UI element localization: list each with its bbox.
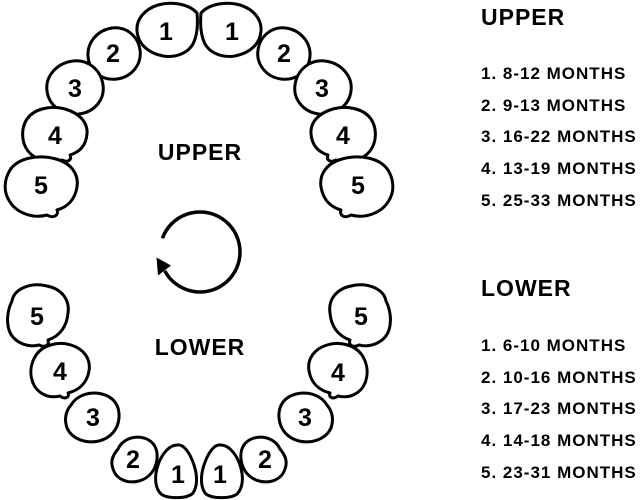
tooth-number: 2 bbox=[258, 446, 272, 474]
upper-arch-label: UPPER bbox=[158, 139, 242, 165]
tooth-number: 4 bbox=[48, 122, 62, 150]
tooth-number: 5 bbox=[354, 303, 368, 331]
legend-item-lower-5: 5. 23-31 MONTHS bbox=[481, 462, 637, 482]
tooth-number: 3 bbox=[315, 75, 329, 103]
legend-item-lower-2: 2. 10-16 MONTHS bbox=[481, 367, 637, 387]
legend-item-upper-2: 2. 9-13 MONTHS bbox=[481, 95, 627, 115]
tooth-number: 2 bbox=[106, 40, 120, 68]
legend-upper-title: UPPER bbox=[481, 4, 566, 30]
tooth-number: 1 bbox=[225, 18, 239, 46]
tooth-lower-left-1-shape bbox=[154, 443, 198, 500]
lower-arch: 1 2 3 4 5 1 2 3 4 5 LOWER bbox=[6, 283, 392, 500]
tooth-number: 2 bbox=[126, 446, 140, 474]
legend-item-upper-5: 5. 25-33 MONTHS bbox=[481, 190, 637, 210]
tooth-lower-left-3-shape bbox=[64, 391, 121, 444]
lower-arch-left-teeth bbox=[6, 283, 198, 500]
tooth-upper-left-5-shape bbox=[3, 155, 79, 219]
legend-item-upper-1: 1. 8-12 MONTHS bbox=[481, 63, 627, 83]
tooth-number: 4 bbox=[53, 358, 67, 386]
legend-item-lower-3: 3. 17-23 MONTHS bbox=[481, 399, 637, 419]
legend-item-lower-4: 4. 14-18 MONTHS bbox=[481, 430, 637, 450]
tooth-upper-left-2-shape bbox=[86, 26, 142, 81]
tooth-number: 5 bbox=[30, 303, 44, 331]
tooth-number: 4 bbox=[336, 122, 350, 150]
legend-item-upper-3: 3. 16-22 MONTHS bbox=[481, 127, 637, 147]
tooth-number: 3 bbox=[68, 75, 82, 103]
upper-arch-left-teeth bbox=[3, 1, 199, 219]
tooth-number: 5 bbox=[351, 172, 365, 200]
tooth-upper-left-3-shape bbox=[45, 59, 105, 116]
tooth-lower-left-4-shape bbox=[29, 341, 91, 400]
tooth-upper-left-4-shape bbox=[21, 105, 89, 164]
tooth-lower-left-5-shape bbox=[6, 283, 70, 348]
tooth-number: 1 bbox=[213, 461, 227, 489]
legend-item-upper-4: 4. 13-19 MONTHS bbox=[481, 158, 637, 178]
lower-arch-label: LOWER bbox=[155, 334, 246, 360]
legend-lower-title: LOWER bbox=[481, 275, 572, 301]
tooth-number: 3 bbox=[86, 404, 100, 432]
tooth-number: 4 bbox=[331, 359, 345, 387]
tooth-number: 2 bbox=[277, 40, 291, 68]
rotation-arrow-icon bbox=[156, 210, 242, 294]
tooth-number: 1 bbox=[159, 18, 173, 46]
tooth-upper-left-1-shape bbox=[135, 1, 199, 58]
legend-item-lower-1: 1. 6-10 MONTHS bbox=[481, 335, 627, 355]
upper-arch: 1 2 3 4 5 1 2 3 4 5 UPPER bbox=[3, 1, 395, 219]
tooth-number: 3 bbox=[298, 404, 312, 432]
legend-upper-list: 1. 8-12 MONTHS 2. 9-13 MONTHS 3. 16-22 M… bbox=[481, 58, 637, 216]
tooth-number: 5 bbox=[34, 172, 48, 200]
tooth-lower-left-2-shape bbox=[110, 435, 159, 484]
tooth-number: 1 bbox=[171, 461, 185, 489]
legend-lower-list: 1. 6-10 MONTHS 2. 10-16 MONTHS 3. 17-23 … bbox=[481, 330, 637, 488]
